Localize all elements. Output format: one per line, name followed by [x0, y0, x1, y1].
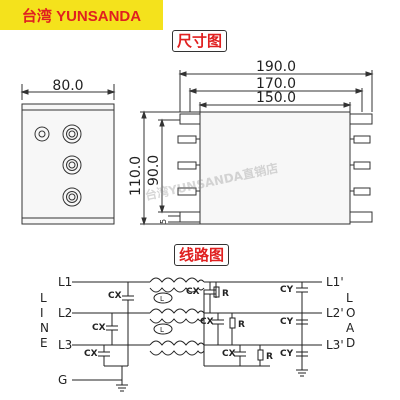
- line-letter-1: L: [40, 291, 47, 305]
- circuit-section-title: 线路图: [174, 244, 230, 266]
- side-width-label: 80.0: [52, 78, 83, 94]
- load-letter-2: O: [346, 306, 355, 320]
- dimensions-section-title: 尺寸图: [172, 30, 228, 52]
- small-dimension-label: 5: [159, 219, 168, 224]
- height-label: 110.0: [128, 156, 144, 196]
- mount-length-label: 170.0: [256, 76, 296, 92]
- output-l2-label: L2': [326, 306, 344, 320]
- cx-label-6: CX: [222, 349, 236, 359]
- output-l3-label: L3': [326, 338, 344, 352]
- cx-label-3: CX: [84, 349, 98, 359]
- terminal-4: [62, 187, 82, 207]
- cx-label-2: CX: [92, 323, 106, 333]
- line-letter-3: N: [40, 321, 49, 335]
- left-terminals: [177, 135, 200, 196]
- inductor-label-2: L: [160, 326, 164, 334]
- cy-label-2: CY: [280, 317, 294, 327]
- line-l3-label: L3: [58, 338, 72, 352]
- right-terminals: [350, 135, 371, 196]
- load-letter-3: A: [346, 321, 355, 335]
- circuit-wires: [72, 277, 322, 392]
- r-label-2: R: [238, 320, 245, 330]
- cy-label-1: CY: [280, 285, 294, 295]
- line-l2-label: L2: [58, 306, 72, 320]
- ground-label: G: [58, 373, 67, 387]
- cx-label-1: CX: [108, 291, 122, 301]
- cx-label-5: CX: [200, 317, 214, 327]
- inner-height-label: 90.0: [146, 155, 162, 186]
- brand-badge: 台湾 YUNSANDA: [0, 0, 163, 30]
- line-l1-label: L1: [58, 275, 72, 289]
- load-letter-4: D: [346, 336, 355, 350]
- terminal-3: [62, 155, 82, 175]
- overall-length-label: 190.0: [256, 59, 296, 75]
- terminal-1: [34, 126, 50, 142]
- line-letter-2: I: [40, 306, 44, 320]
- r-label-3: R: [266, 352, 273, 362]
- inductor-label-1: L: [160, 295, 164, 303]
- side-view: [20, 84, 116, 225]
- terminal-2: [62, 124, 82, 144]
- front-view: [140, 70, 374, 226]
- load-letter-1: L: [346, 291, 353, 305]
- line-letter-4: E: [40, 336, 48, 350]
- body-length-label: 150.0: [256, 90, 296, 106]
- output-l1-label: L1': [326, 275, 344, 289]
- cy-label-3: CY: [280, 349, 294, 359]
- r-label-1: R: [222, 289, 229, 299]
- cx-label-4: CX: [186, 287, 200, 297]
